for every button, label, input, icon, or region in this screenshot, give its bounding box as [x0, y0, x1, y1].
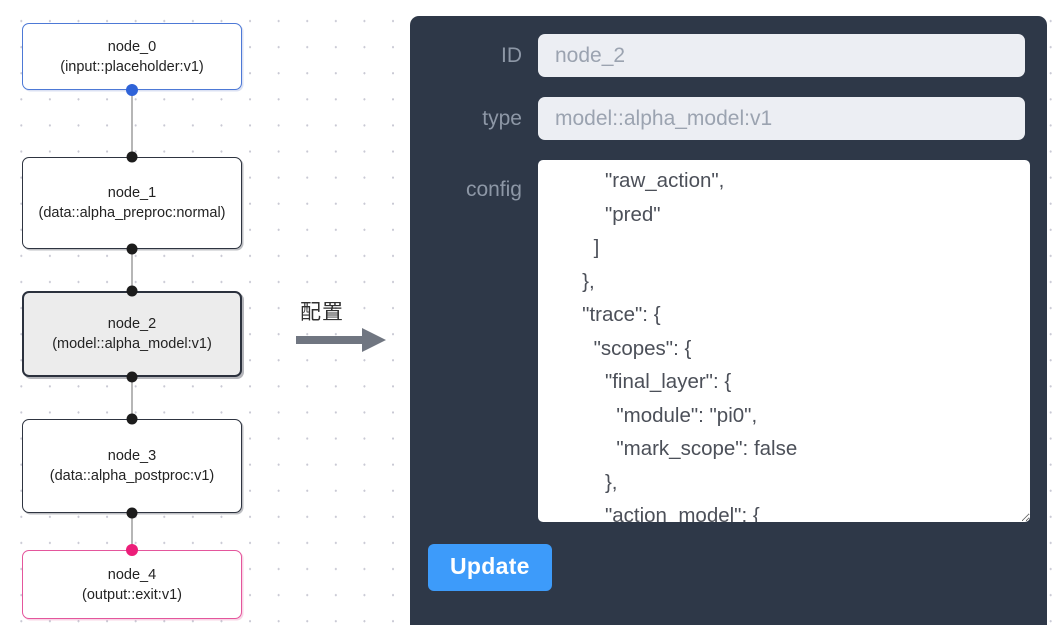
node_2-output-port[interactable] — [126, 371, 138, 383]
graph-node-label: node_1(data::alpha_preproc:normal) — [38, 185, 226, 221]
arrow-label: 配置 — [300, 300, 344, 324]
graph-node-label: node_0(input::placeholder:v1) — [60, 38, 204, 75]
graph-node-node_3[interactable]: node_3(data::alpha_postproc:v1) — [22, 419, 242, 513]
edge-node2-node3 — [131, 377, 133, 419]
transition-arrow-group: 配置 — [296, 296, 396, 356]
node_1-output-port[interactable] — [126, 243, 138, 255]
id-input[interactable] — [538, 34, 1025, 77]
graph-node-label: node_4(output::exit:v1) — [82, 566, 182, 603]
field-row-type: type — [410, 97, 1047, 140]
edge-node1-node2 — [131, 249, 133, 291]
graph-node-node_1[interactable]: node_1(data::alpha_preproc:normal) — [22, 157, 242, 249]
field-row-config: config — [410, 160, 1047, 522]
graph-node-node_0[interactable]: node_0(input::placeholder:v1) — [22, 23, 242, 90]
node_4-input-port[interactable] — [126, 544, 138, 556]
node_1-input-port[interactable] — [126, 151, 138, 163]
config-field-label: config — [465, 178, 522, 201]
config-textarea[interactable] — [538, 160, 1030, 522]
graph-node-node_4[interactable]: node_4(output::exit:v1) — [22, 550, 242, 619]
node-config-panel: ID type config Update — [410, 16, 1047, 625]
node_3-output-port[interactable] — [126, 507, 138, 519]
node-graph-canvas[interactable]: node_0(input::placeholder:v1) node_1(dat… — [0, 0, 400, 643]
node_0-output-port[interactable] — [126, 84, 138, 96]
graph-node-node_2[interactable]: node_2(model::alpha_model:v1) — [22, 291, 242, 377]
type-field-label: type — [482, 106, 522, 130]
graph-node-label: node_2(model::alpha_model:v1) — [52, 316, 212, 352]
edge-node3-node4 — [131, 513, 133, 550]
field-row-id: ID — [410, 34, 1047, 77]
graph-node-label: node_3(data::alpha_postproc:v1) — [49, 448, 215, 484]
update-button[interactable]: Update — [428, 544, 552, 591]
right-arrow-icon — [296, 328, 386, 352]
type-input[interactable] — [538, 97, 1025, 140]
id-field-label: ID — [501, 43, 522, 67]
node_3-input-port[interactable] — [126, 413, 138, 425]
node_2-input-port[interactable] — [126, 285, 138, 297]
edge-node0-node1 — [131, 90, 133, 157]
